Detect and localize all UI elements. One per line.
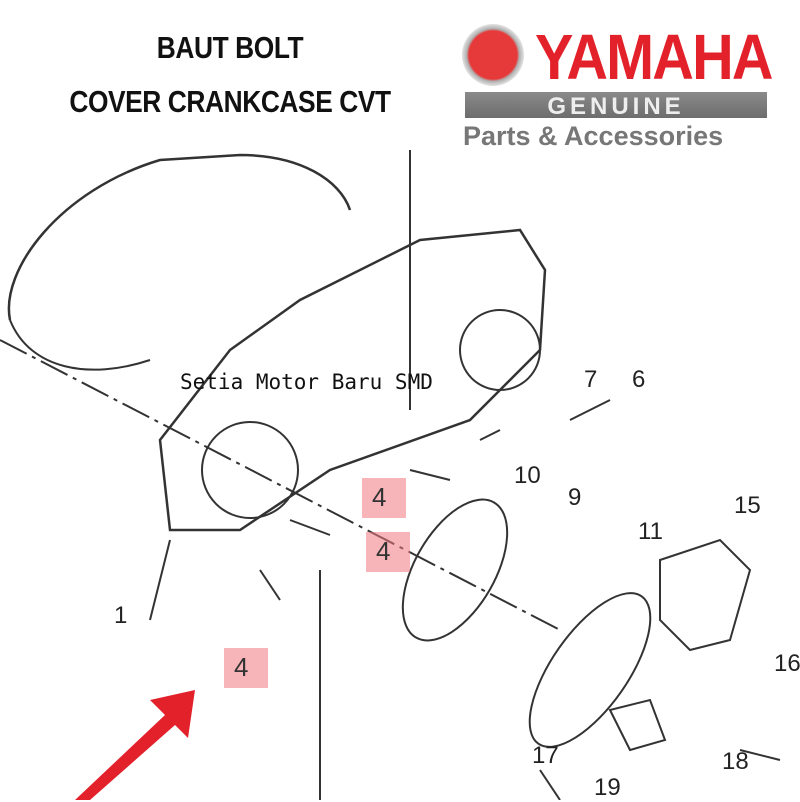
part-label-9: 9	[568, 484, 582, 511]
part-label-15: 15	[734, 492, 761, 519]
genuine-banner: GENUINE	[465, 92, 767, 120]
part-label-7: 7	[584, 366, 598, 393]
highlight-bolt-4-top: 4	[362, 478, 406, 518]
part-label-16: 16	[774, 650, 800, 677]
part-label-1: 1	[114, 602, 128, 629]
yamaha-logo: YAMAHA GENUINE Parts & Accessories	[458, 18, 778, 153]
highlight-bolt-4-middle: 4	[366, 532, 410, 572]
parts-diagram	[0, 150, 781, 800]
red-arrow-icon	[75, 690, 195, 800]
part-label-10: 10	[514, 462, 541, 489]
title-line-2: COVER CRANKCASE CVT	[69, 84, 391, 119]
part-label-19: 19	[594, 774, 621, 801]
part-label-6: 6	[632, 366, 646, 393]
title-line-1: BAUT BOLT	[156, 30, 304, 65]
part-label-18: 18	[722, 748, 749, 775]
tuning-fork-emblem-icon	[462, 24, 524, 86]
tagline: Parts & Accessories	[463, 121, 724, 151]
genuine-text: GENUINE	[547, 93, 685, 120]
part-label-4: 4	[372, 482, 387, 512]
highlight-bolt-4-bottom: 4	[224, 648, 268, 688]
brand-name: YAMAHA	[535, 21, 774, 93]
part-label-17: 17	[532, 742, 559, 769]
part-label-11: 11	[638, 518, 663, 545]
watermark: Setia Motor Baru SMD	[180, 370, 433, 394]
part-label-4: 4	[376, 536, 391, 566]
part-label-4: 4	[234, 652, 249, 682]
